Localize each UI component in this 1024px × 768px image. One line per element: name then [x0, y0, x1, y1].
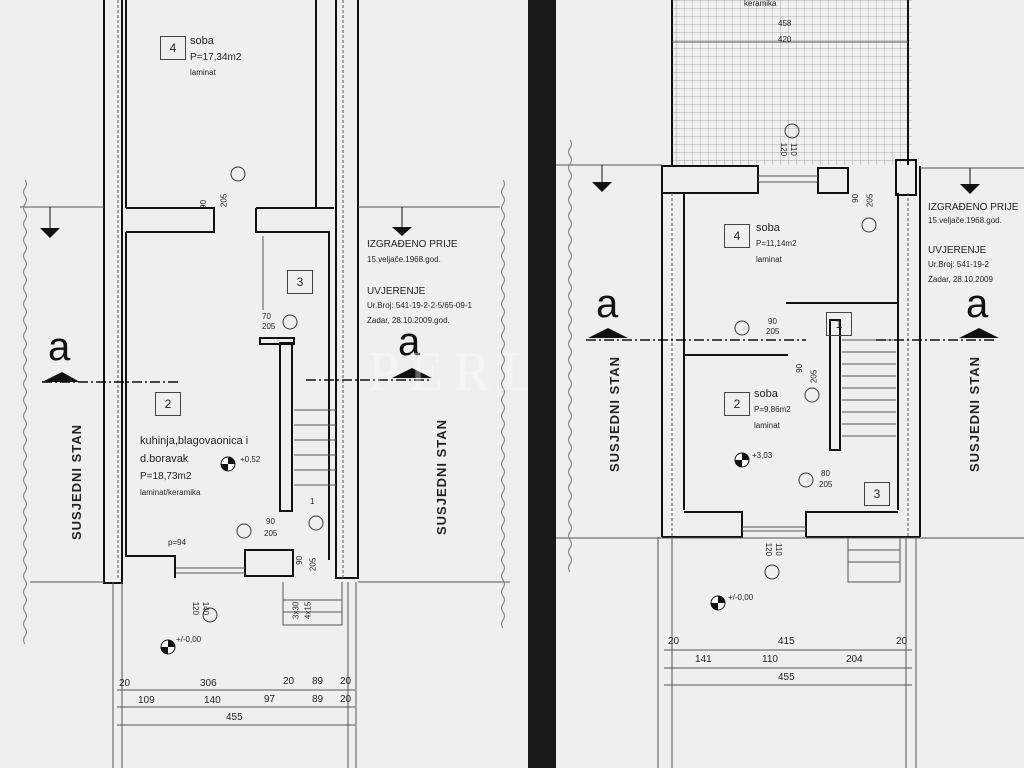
terrace-dim-1: 458: [778, 19, 792, 28]
door-2-height: 205: [264, 529, 278, 538]
terrace-tiles: [672, 0, 912, 165]
section-label-left: a: [48, 325, 71, 369]
right-outer-wall: [335, 0, 359, 579]
right-plan-drawing: [556, 0, 1024, 768]
door-4-width: 90: [199, 199, 209, 209]
room-2-area: P=9,86m2: [754, 405, 791, 414]
room-3-number: 3: [287, 270, 313, 294]
dim-9: 89: [312, 694, 324, 705]
note-line-2: 15.veljače.1968.god.: [367, 255, 441, 264]
ground-level: +/-0,00: [728, 593, 754, 602]
dim-3: 20: [896, 636, 908, 647]
left-outer-wall: [103, 0, 123, 584]
terrace-dim-2: 420: [778, 35, 792, 44]
dim-2: 306: [200, 678, 217, 689]
room-4-number: 4: [724, 224, 750, 248]
note-line-5: Zadar, 28.10.2009.god.: [367, 316, 450, 325]
door-4-height: 205: [766, 327, 780, 336]
parapet-height: p=94: [168, 538, 187, 547]
dim-total: 455: [226, 712, 243, 723]
watermark: PERLA: [368, 341, 528, 403]
stairs-rise: 4x15: [303, 601, 313, 620]
neighbor-label-right: SUSJEDNI STAN: [434, 418, 449, 535]
room-2-name-1: kuhinja,blagovaonica i: [140, 435, 249, 447]
door-2-width: 90: [795, 363, 805, 373]
stairs-steps: 3x30: [291, 601, 301, 620]
dim-5: 110: [762, 654, 778, 665]
ground-level: +/-0,00: [176, 635, 202, 644]
room-4-area: P=11,14m2: [756, 239, 797, 248]
section-label-right: a: [398, 320, 421, 364]
door-1-width: 90: [295, 555, 305, 565]
note-line-3: UVJERENJE: [928, 245, 987, 256]
terrace-floor: keramika: [744, 0, 777, 8]
room-2-level: +3,03: [752, 451, 773, 460]
note-line-3: UVJERENJE: [367, 286, 426, 297]
window-top-height: 120: [779, 142, 789, 157]
room-2-name-2: d.boravak: [140, 453, 189, 465]
note-line-1: IZGRAĐENO PRIJE: [367, 239, 458, 250]
window-height: 120: [191, 601, 201, 616]
right-floor-plan: keramika 458 420 110 120 90 205 4 soba P…: [556, 0, 1024, 768]
room-4-name: soba: [190, 35, 214, 47]
door-3-width: 70: [262, 312, 271, 321]
room-2-level: +0,52: [240, 455, 261, 464]
room-2-area: P=18,73m2: [140, 471, 192, 482]
window-top-width: 110: [788, 143, 798, 156]
left-plan-drawing: [20, 0, 510, 768]
neighbor-label-right: SUSJEDNI STAN: [967, 355, 982, 472]
dim-4: 141: [695, 654, 712, 665]
room-4-floor: laminat: [756, 255, 782, 264]
door-3-height: 205: [819, 480, 833, 489]
room-2-name: soba: [754, 388, 778, 400]
window-width: 140: [201, 601, 211, 616]
dim-6: 204: [846, 654, 863, 665]
room-2-number: 2: [724, 392, 750, 416]
dim-1: 20: [668, 636, 680, 647]
dim-8: 97: [264, 694, 276, 705]
room-4-area: P=17,34m2: [190, 52, 242, 63]
level-markers: [710, 452, 750, 611]
dim-3: 20: [283, 676, 295, 687]
door-4-width: 90: [768, 317, 777, 326]
dim-10: 20: [340, 694, 352, 705]
window-bottom-width: 110: [773, 543, 783, 556]
room-3-number: 3: [864, 482, 890, 506]
left-floor-plan: 4 soba P=17,34m2 laminat 3 2 kuhinja,bla…: [0, 0, 528, 768]
window-bottom-height: 120: [764, 542, 774, 557]
door-balcony-height: 205: [865, 193, 875, 208]
section-label-right: a: [966, 282, 989, 326]
dim-4: 89: [312, 676, 324, 687]
door-balcony-width: 90: [851, 193, 861, 203]
room-1-number: 1: [310, 497, 315, 506]
note-line-4: Ur.Broj: 541-19-2-2-5/65-09-1: [367, 301, 472, 310]
room-4-name: soba: [756, 222, 780, 234]
neighbor-label-left: SUSJEDNI STAN: [607, 355, 622, 472]
level-markers: [160, 456, 236, 655]
dim-5: 20: [340, 676, 352, 687]
neighbor-label-left: SUSJEDNI STAN: [69, 423, 84, 540]
note-line-1: IZGRAĐENO PRIJE: [928, 202, 1019, 213]
room-2-floor: laminat/keramika: [140, 488, 201, 497]
section-label-left: a: [596, 282, 619, 326]
note-line-4: Ur.Broj: 541-19-2: [928, 260, 989, 269]
room-4-number: 4: [160, 36, 186, 60]
note-line-5: Zadar, 28.10.2009: [928, 275, 993, 284]
door-1-height: 205: [308, 557, 318, 572]
door-2-height: 205: [809, 369, 819, 384]
door-3-width: 80: [821, 469, 830, 478]
dim-total: 455: [778, 672, 795, 683]
door-2-width: 90: [266, 517, 275, 526]
room-4-floor: laminat: [190, 68, 216, 77]
dim-6: 109: [138, 695, 155, 706]
dim-1: 20: [119, 678, 131, 689]
dim-2: 415: [778, 636, 795, 647]
door-4-height: 205: [219, 193, 229, 208]
room-2-number: 2: [155, 392, 181, 416]
room-1-number: 1: [826, 312, 852, 336]
note-line-2: 15.veljače.1968.god.: [928, 216, 1002, 225]
door-3-height: 205: [262, 322, 276, 331]
dim-7: 140: [204, 695, 221, 706]
room-2-floor: laminat: [754, 421, 780, 430]
